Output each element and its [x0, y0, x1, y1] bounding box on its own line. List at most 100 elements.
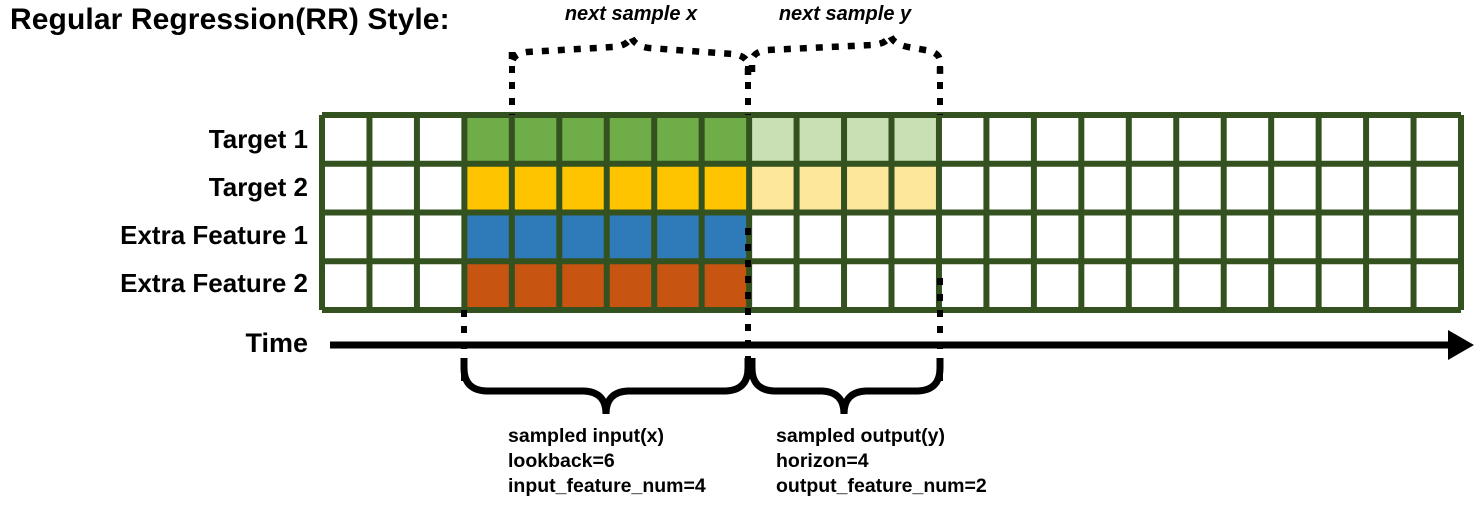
grid-cell: [322, 163, 370, 213]
grid-cell: [749, 212, 797, 262]
grid-cell: [701, 261, 750, 310]
grid-cell: [891, 115, 939, 164]
grid-cell: [654, 115, 702, 164]
grid-cell: [464, 212, 512, 262]
grid-cell: [796, 163, 845, 213]
grid-cell: [1413, 115, 1461, 164]
grid-cell: [1271, 212, 1319, 262]
grid-cell: [511, 261, 560, 310]
grid-cell: [1271, 115, 1319, 164]
grid-cell: [986, 261, 1034, 310]
grid-cell: [891, 212, 939, 262]
brace-sampled-output: [748, 358, 944, 415]
note-input-line-2: lookback=6: [508, 450, 615, 472]
grid-cell: [1366, 163, 1414, 213]
grid-cell: [796, 261, 845, 310]
grid-cell: [844, 163, 892, 213]
grid-cell: [1223, 261, 1272, 310]
grid-lines: [319, 112, 1464, 313]
time-axis-label: Time: [245, 328, 308, 358]
grid-cell: [1128, 163, 1177, 213]
grid-cell: [606, 261, 655, 310]
data-grid: [322, 115, 1461, 310]
grid-cell: [1081, 212, 1129, 262]
grid-cell: [322, 212, 370, 262]
brace-label-next-sample-x: next sample x: [564, 3, 698, 25]
row-label-target-2: Target 2: [208, 172, 308, 202]
grid-cell: [1033, 261, 1082, 310]
grid-cell: [844, 212, 892, 262]
grid-cell: [606, 163, 655, 213]
row-label-extra-feature-2: Extra Feature 2: [120, 268, 308, 298]
grid-cell: [844, 261, 892, 310]
grid-cell: [1176, 261, 1224, 310]
grid-cell: [986, 212, 1034, 262]
grid-cell: [369, 163, 417, 213]
grid-cell: [1081, 261, 1129, 310]
grid-cell: [1176, 163, 1224, 213]
grid-cell: [891, 163, 939, 213]
grid-cell: [749, 163, 797, 213]
grid-cell: [1271, 261, 1319, 310]
grid-cell: [1318, 261, 1367, 310]
grid-cell: [559, 115, 607, 164]
grid-cell: [559, 212, 607, 262]
grid-cell: [511, 163, 560, 213]
grid-cell: [938, 115, 987, 164]
brace-label-next-sample-y: next sample y: [778, 3, 912, 25]
time-axis: [330, 330, 1474, 360]
grid-cell: [369, 115, 417, 164]
grid-cell: [416, 261, 465, 310]
top-braces: [508, 24, 944, 82]
grid-cell: [701, 163, 750, 213]
grid-cell: [559, 163, 607, 213]
brace-sampled-input: [460, 358, 752, 415]
grid-cell: [986, 163, 1034, 213]
grid-cell: [606, 115, 655, 164]
grid-cell: [1128, 115, 1177, 164]
grid-cell: [1413, 163, 1461, 213]
grid-cell: [938, 212, 987, 262]
grid-cell: [322, 115, 370, 164]
grid-cell: [369, 261, 417, 310]
grid-cell: [1271, 163, 1319, 213]
grid-cell: [1033, 163, 1082, 213]
bottom-braces: [460, 358, 944, 415]
grid-cell: [464, 115, 512, 164]
grid-cell: [1223, 212, 1272, 262]
grid-cell: [1413, 261, 1461, 310]
grid-cell: [749, 261, 797, 310]
grid-cell: [1223, 163, 1272, 213]
grid-cell: [844, 115, 892, 164]
grid-cell: [1413, 212, 1461, 262]
row-label-target-1: Target 1: [208, 124, 308, 154]
note-output-line-2: horizon=4: [776, 450, 869, 472]
note-sampled-output: sampled output(y) horizon=4 output_featu…: [776, 424, 987, 499]
brace-next-sample-y: [748, 24, 944, 82]
note-output-line-1: sampled output(y): [776, 425, 945, 447]
grid-cell: [606, 212, 655, 262]
grid-cell: [938, 163, 987, 213]
grid-cell: [416, 163, 465, 213]
grid-cell: [1176, 212, 1224, 262]
grid-cell: [559, 261, 607, 310]
grid-cell: [749, 115, 797, 164]
grid-cell: [654, 212, 702, 262]
grid-cell: [701, 115, 750, 164]
grid-cell: [1318, 115, 1367, 164]
grid-cell: [464, 261, 512, 310]
grid-cell: [1366, 261, 1414, 310]
grid-cell: [1366, 212, 1414, 262]
grid-cell: [1081, 163, 1129, 213]
time-axis-arrowhead: [1448, 330, 1474, 360]
grid-cell: [654, 261, 702, 310]
brace-next-sample-x: [508, 24, 752, 76]
grid-cell: [1033, 115, 1082, 164]
grid-cell: [322, 261, 370, 310]
grid-cell: [938, 261, 987, 310]
grid-cell: [1366, 115, 1414, 164]
grid-cell: [1318, 212, 1367, 262]
grid-cell: [1033, 212, 1082, 262]
